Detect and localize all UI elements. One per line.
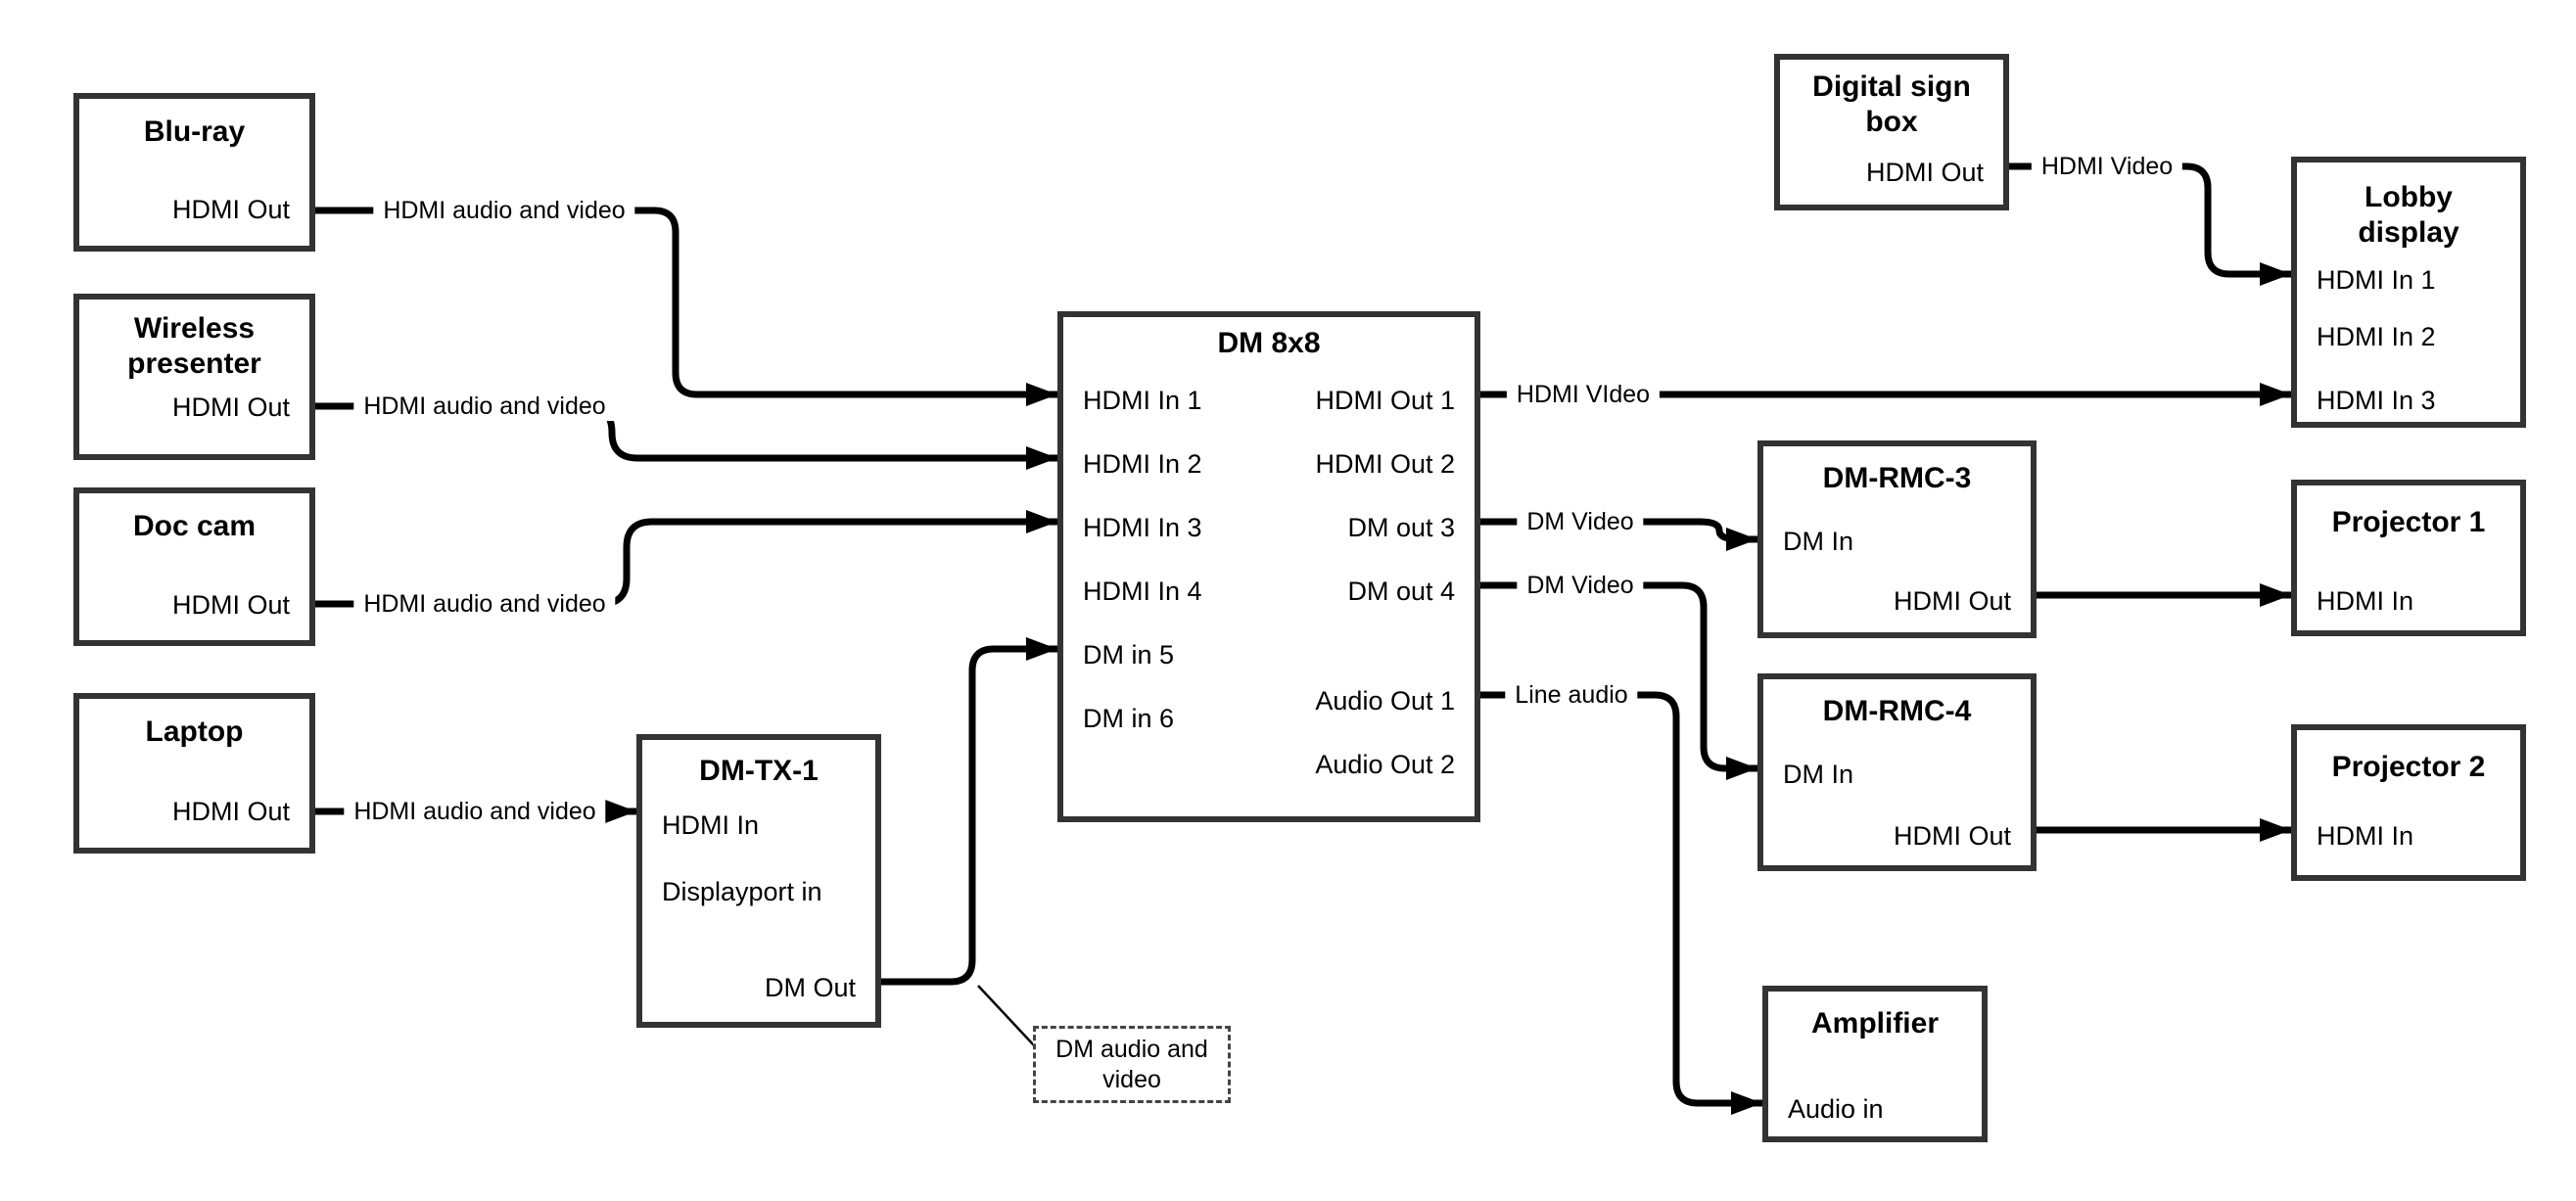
link-label-doccam-hdmi-av: HDMI audio and video: [353, 589, 616, 619]
node-projector-2-title: Projector 2: [2331, 751, 2486, 783]
port-dm8x8-hdmi-out-1: HDMI Out 1: [1315, 386, 1455, 415]
node-dm-tx-1-title: DM-TX-1: [699, 755, 819, 787]
port-dmtx1-displayport-in: Displayport in: [662, 877, 822, 906]
port-dm8x8-dm-out-3: DM out 3: [1347, 513, 1455, 542]
link-label-wireless-hdmi-av: HDMI audio and video: [353, 392, 616, 421]
node-dm-rmc-4: DM-RMC-4 DM In HDMI Out: [1757, 673, 2037, 871]
port-lobby-hdmi-in-1: HDMI In 1: [2317, 265, 2436, 295]
port-amplifier-audio-in: Audio in: [1788, 1094, 1884, 1124]
callout-dm-audio-and-video: DM audio and video: [1033, 1026, 1231, 1103]
wire-signbox-to-lobby-in1: [2009, 162, 2291, 286]
port-signbox-hdmi-out: HDMI Out: [1865, 158, 1984, 187]
port-doccam-hdmi-out: HDMI Out: [171, 590, 290, 620]
port-dm8x8-dm-out-4: DM out 4: [1347, 577, 1455, 606]
link-label-dm-video-out4: DM Video: [1517, 571, 1644, 600]
wire-bluray-to-dm8x8-in1: [315, 207, 1057, 406]
node-lobby-display: Lobby display HDMI In 1 HDMI In 2 HDMI I…: [2291, 157, 2526, 428]
node-laptop: Laptop HDMI Out: [73, 693, 315, 854]
port-bluray-hdmi-out: HDMI Out: [171, 195, 290, 224]
port-dmrmc3-dm-in: DM In: [1783, 527, 1854, 556]
node-wireless-presenter-title: Wireless presenter: [127, 312, 261, 380]
node-amplifier: Amplifier Audio in: [1762, 986, 1988, 1142]
link-label-bluray-hdmi-av: HDMI audio and video: [373, 196, 635, 225]
wire-dm8x8-out4-to-dmrmc4: [1480, 581, 1757, 780]
node-dm-rmc-4-title: DM-RMC-4: [1822, 695, 1972, 727]
port-dmtx1-hdmi-in: HDMI In: [662, 810, 760, 840]
link-label-laptop-hdmi-av: HDMI audio and video: [344, 797, 606, 826]
port-dm8x8-audio-out-1: Audio Out 1: [1315, 686, 1455, 716]
port-dm8x8-audio-out-2: Audio Out 2: [1315, 750, 1455, 779]
node-projector-1-title: Projector 1: [2331, 506, 2486, 538]
port-lobby-hdmi-in-3: HDMI In 3: [2317, 386, 2436, 415]
port-dmtx1-dm-out: DM Out: [764, 973, 856, 1002]
node-dm-tx-1: DM-TX-1 HDMI In Displayport in DM Out: [636, 734, 881, 1028]
node-dm-rmc-3-title: DM-RMC-3: [1822, 462, 1972, 494]
node-wireless-presenter: Wireless presenter HDMI Out: [73, 294, 315, 460]
port-dm8x8-hdmi-in-4: HDMI In 4: [1083, 577, 1202, 606]
link-label-line-audio: Line audio: [1505, 680, 1638, 710]
node-bluray: Blu-ray HDMI Out: [73, 93, 315, 252]
link-label-dm-video-out3: DM Video: [1517, 507, 1644, 536]
node-dm-rmc-3: DM-RMC-3 DM In HDMI Out: [1757, 440, 2037, 638]
port-dm8x8-hdmi-in-3: HDMI In 3: [1083, 513, 1202, 542]
port-dm8x8-hdmi-in-1: HDMI In 1: [1083, 386, 1202, 415]
port-dm8x8-dm-in-5: DM in 5: [1083, 640, 1175, 670]
node-projector-1: Projector 1 HDMI In: [2291, 480, 2526, 636]
port-projector1-hdmi-in: HDMI In: [2317, 586, 2414, 616]
port-dm8x8-hdmi-out-2: HDMI Out 2: [1315, 449, 1455, 479]
node-doc-cam-title: Doc cam: [132, 510, 257, 542]
wire-dmtx1-to-dm8x8-in5: [881, 637, 1057, 986]
port-projector2-hdmi-in: HDMI In: [2317, 821, 2414, 851]
node-digital-sign-box-title: Digital sign box: [1812, 70, 1971, 138]
link-label-signbox-hdmi-video: HDMI Video: [2031, 152, 2183, 181]
node-dm-8x8-title: DM 8x8: [1217, 327, 1321, 359]
port-dmrmc3-hdmi-out: HDMI Out: [1893, 586, 2011, 616]
node-projector-2: Projector 2 HDMI In: [2291, 724, 2526, 881]
node-lobby-display-title: Lobby display: [2358, 181, 2459, 249]
callout-leader-line: [977, 985, 1035, 1046]
link-label-hdmi-video-out1: HDMI VIdeo: [1506, 380, 1661, 409]
wire-dm8x8-out3-to-dmrmc3: [1480, 518, 1757, 551]
node-doc-cam: Doc cam HDMI Out: [73, 487, 315, 646]
node-amplifier-title: Amplifier: [1810, 1007, 1940, 1039]
port-dm8x8-hdmi-in-2: HDMI In 2: [1083, 449, 1202, 479]
port-laptop-hdmi-out: HDMI Out: [171, 797, 290, 826]
port-wireless-hdmi-out: HDMI Out: [171, 393, 290, 422]
node-bluray-title: Blu-ray: [143, 115, 246, 148]
node-laptop-title: Laptop: [145, 716, 244, 748]
port-lobby-hdmi-in-2: HDMI In 2: [2317, 322, 2436, 351]
node-dm-8x8: DM 8x8 HDMI In 1 HDMI In 2 HDMI In 3 HDM…: [1057, 311, 1480, 822]
port-dm8x8-dm-in-6: DM in 6: [1083, 704, 1175, 733]
port-dmrmc4-dm-in: DM In: [1783, 760, 1854, 789]
port-dmrmc4-hdmi-out: HDMI Out: [1893, 821, 2011, 851]
node-digital-sign-box: Digital sign box HDMI Out: [1774, 54, 2009, 210]
wire-dm8x8-aout1-to-amplifier: [1480, 691, 1762, 1115]
